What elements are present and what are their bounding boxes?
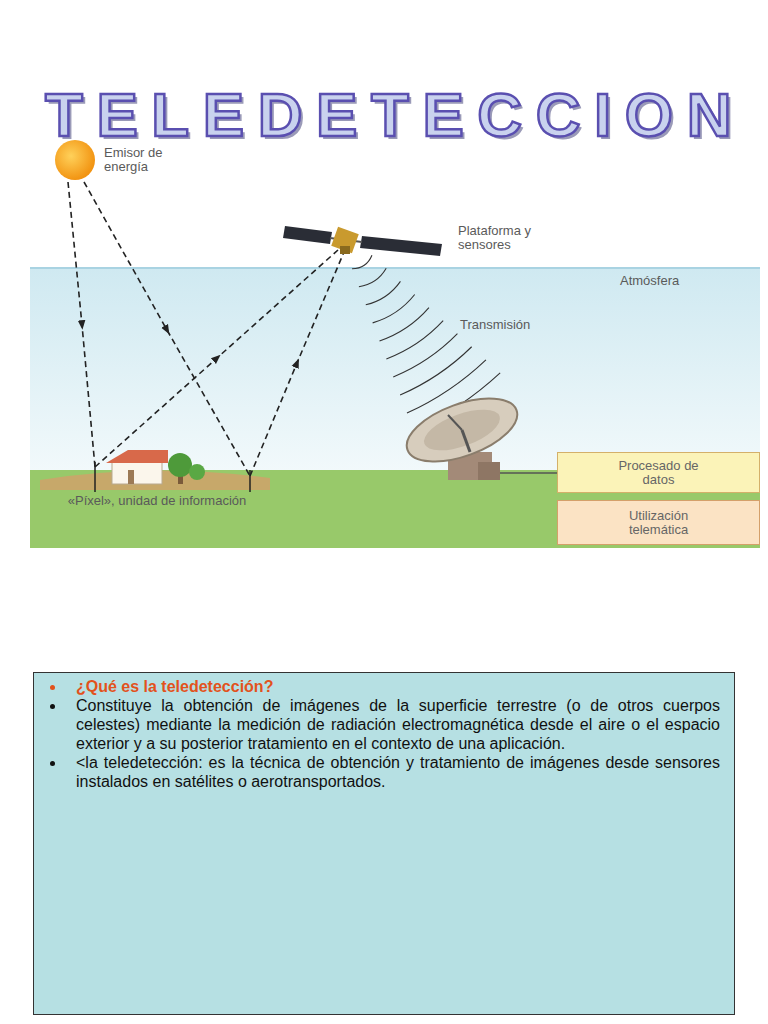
callout-label: «Píxel», unidad de información (62, 494, 252, 508)
text-panel: ¿Qué es la teledetección?Constituye la o… (33, 672, 735, 1015)
page-title: TELEDETECCION (40, 80, 750, 150)
callout-label: Transmisión (460, 318, 570, 332)
bullet-dot (50, 704, 55, 709)
box-label: Procesado de datos (613, 459, 705, 487)
pixel-bracket (95, 462, 250, 492)
callout-label: Plataforma y sensores (458, 224, 548, 252)
process-box: Procesado de datos (557, 452, 760, 493)
bullet-dot (50, 685, 55, 690)
sky (30, 268, 760, 473)
bullet-text: Constituye la obtención de imágenes de l… (76, 696, 720, 753)
ray-lines (68, 182, 344, 476)
dish (399, 386, 557, 480)
satellite (283, 226, 442, 256)
tree (168, 453, 205, 484)
callout-label: Emisor de energía (104, 146, 184, 174)
process-box: Utilización telemática (557, 500, 760, 545)
question-heading: ¿Qué es la teledetección? (76, 677, 720, 696)
house (106, 450, 168, 484)
callout-label: Atmósfera (620, 274, 720, 288)
bullet-dot (50, 761, 55, 766)
bullet-text: <la teledetección: es la técnica de obte… (76, 753, 720, 791)
box-label: Utilización telemática (613, 509, 705, 537)
atmosphere-line (30, 267, 760, 269)
